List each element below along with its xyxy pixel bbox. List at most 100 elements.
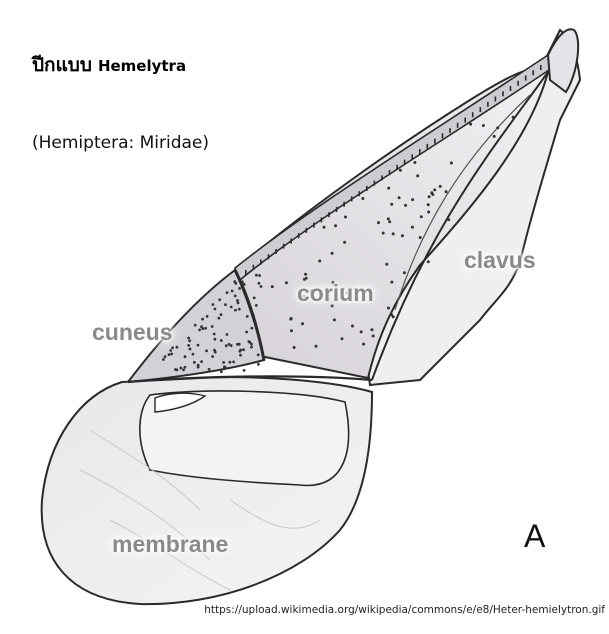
costa-hatch (253, 265, 255, 270)
stipple-dot (234, 309, 237, 312)
stipple-dot (168, 353, 171, 356)
stipple-dot (493, 135, 496, 138)
costa-hatch (381, 175, 383, 180)
stipple-dot (390, 313, 393, 316)
stipple-dot (170, 353, 173, 356)
stipple-dot (229, 361, 232, 364)
stipple-dot (245, 331, 248, 334)
costa-hatch (540, 65, 542, 70)
costa-hatch (449, 128, 451, 133)
stipple-dot (285, 281, 288, 284)
stipple-dot (512, 116, 515, 119)
stipple-dot (187, 337, 190, 340)
figure-subtitle: (Hemiptera: Miridae) (32, 133, 209, 153)
costa-hatch (328, 212, 330, 217)
stipple-dot (234, 282, 237, 285)
costa-hatch (359, 191, 361, 196)
stipple-dot (248, 340, 251, 343)
costa-hatch (389, 170, 391, 175)
stipple-dot (236, 299, 239, 302)
stipple-dot (188, 339, 191, 342)
costa-hatch (275, 249, 277, 254)
stipple-dot (257, 354, 260, 357)
stipple-dot (164, 355, 167, 358)
label-clavus: clavus (464, 247, 536, 274)
costa-hatch (495, 97, 497, 102)
stipple-dot (171, 346, 174, 349)
stipple-dot (220, 339, 223, 342)
costa-hatch (283, 244, 285, 249)
stipple-dot (213, 349, 216, 352)
stipple-dot (218, 317, 221, 320)
stipple-dot (184, 366, 187, 369)
stipple-dot (205, 350, 208, 353)
costa-hatch (411, 154, 413, 159)
stipple-dot (211, 355, 214, 358)
stipple-dot (382, 232, 385, 235)
stipple-dot (258, 282, 261, 285)
stipple-dot (218, 298, 221, 301)
costa-hatch (532, 70, 534, 75)
stipple-dot (399, 169, 402, 172)
costa-hatch (343, 202, 345, 207)
stipple-dot (250, 346, 253, 349)
stipple-dot (253, 297, 256, 300)
costa-hatch (427, 144, 429, 149)
stipple-dot (226, 333, 229, 336)
stipple-dot (180, 367, 183, 370)
stipple-dot (450, 162, 453, 165)
stipple-dot (304, 273, 307, 276)
stipple-dot (212, 303, 215, 306)
stipple-dot (213, 333, 216, 336)
costa-hatch (321, 217, 323, 222)
stipple-dot (238, 350, 241, 353)
stipple-dot (243, 369, 246, 372)
stipple-dot (220, 313, 223, 316)
stipple-dot (361, 197, 364, 200)
stipple-dot (192, 353, 195, 356)
stipple-dot (372, 335, 375, 338)
stipple-dot (169, 349, 172, 352)
label-membrane: membrane (112, 531, 228, 558)
stipple-dot (230, 344, 233, 347)
stipple-dot (211, 325, 214, 328)
stipple-dot (226, 291, 229, 294)
stipple-dot (413, 161, 416, 164)
stipple-dot (315, 345, 318, 348)
stipple-dot (251, 327, 254, 330)
stipple-dot (189, 348, 192, 351)
label-cuneus: cuneus (92, 319, 173, 346)
stipple-dot (428, 195, 431, 198)
stipple-dot (341, 337, 344, 340)
stipple-dot (182, 369, 185, 372)
stipple-dot (430, 191, 433, 194)
costa-hatch (419, 149, 421, 154)
stipple-dot (331, 252, 334, 255)
stipple-dot (387, 217, 390, 220)
stipple-dot (198, 329, 201, 332)
stipple-dot (222, 361, 225, 364)
stipple-dot (301, 322, 304, 325)
costa-hatch (306, 228, 308, 233)
stipple-dot (201, 327, 204, 330)
stipple-dot (433, 188, 436, 191)
costa-hatch (442, 133, 444, 138)
stipple-dot (293, 346, 296, 349)
stipple-dot (439, 185, 442, 188)
stipple-dot (224, 303, 227, 306)
stipple-dot (360, 330, 363, 333)
stipple-dot (403, 271, 406, 274)
stipple-dot (496, 126, 499, 129)
label-corium: corium (297, 280, 374, 307)
stipple-dot (404, 204, 407, 207)
stipple-dot (242, 348, 245, 351)
source-url: https://upload.wikimedia.org/wikipedia/c… (204, 604, 605, 616)
stipple-dot (344, 216, 347, 219)
stipple-dot (243, 283, 246, 286)
stipple-dot (469, 123, 472, 126)
stipple-dot (318, 260, 321, 263)
stipple-dot (197, 344, 200, 347)
stipple-dot (224, 367, 227, 370)
